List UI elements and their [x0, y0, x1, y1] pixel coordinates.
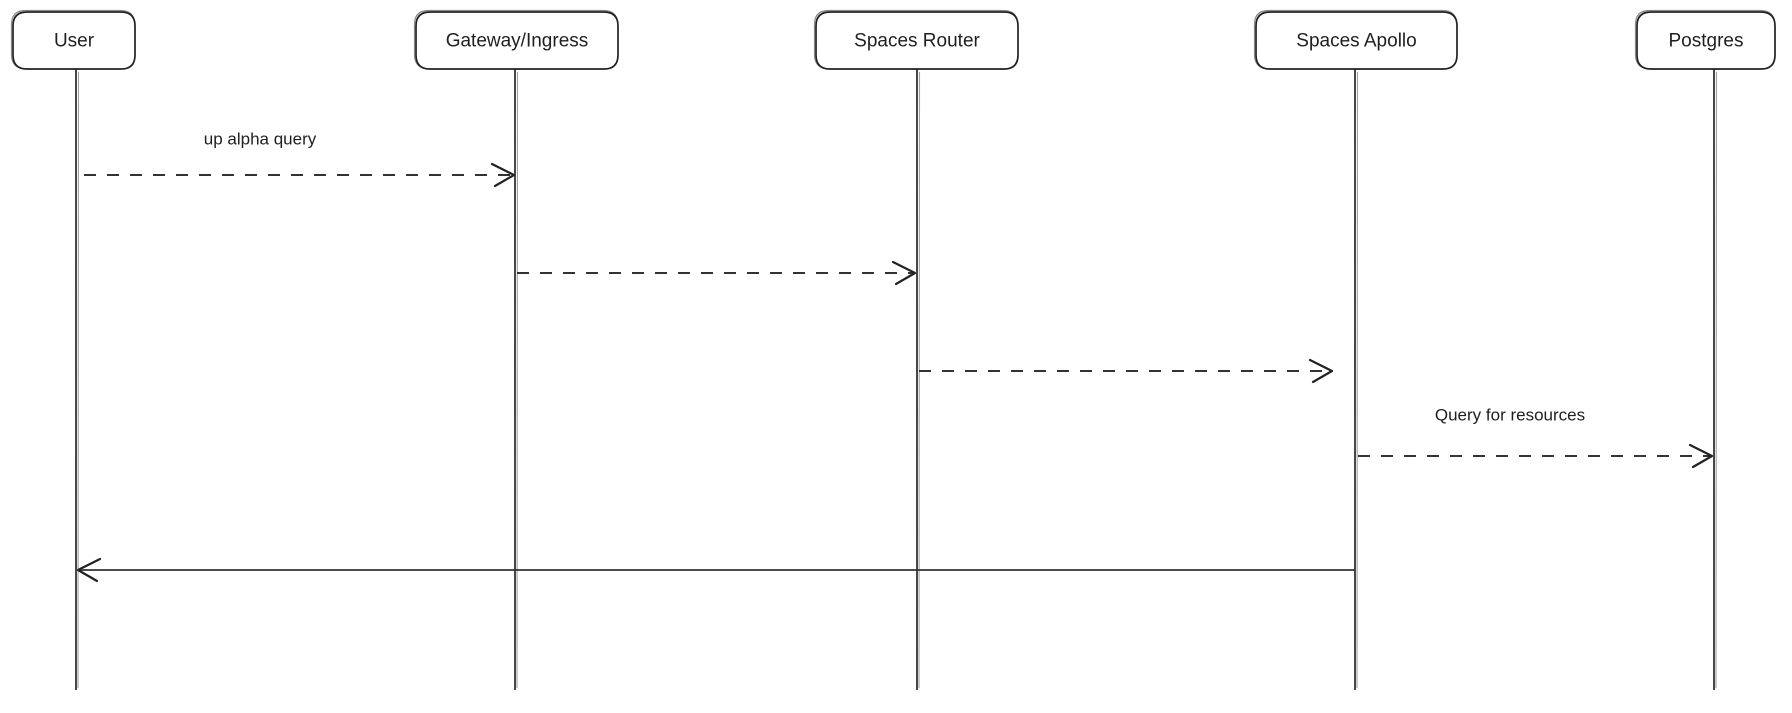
actor-spaces_router[interactable]: Spaces Router — [813, 9, 1019, 691]
message-msg-5[interactable] — [76, 557, 1355, 583]
lifeline-sketch-stroke-gateway — [516, 71, 519, 689]
arrowhead-msg-1 — [490, 162, 516, 188]
arrowhead-msg-4 — [1688, 443, 1714, 469]
message-msg-2[interactable] — [517, 260, 917, 286]
lifeline-sketch-stroke-spaces_apollo — [1356, 71, 1359, 689]
actor-user[interactable]: User — [10, 9, 136, 691]
message-label-msg-1: up alpha query — [204, 129, 317, 148]
arrowhead-msg-5 — [76, 557, 102, 583]
actor-box-user[interactable] — [12, 11, 136, 70]
lifeline-sketch-stroke-spaces_router — [918, 71, 921, 689]
actor-label-spaces_apollo: Spaces Apollo — [1296, 31, 1416, 52]
actor-gateway[interactable]: Gateway/Ingress — [413, 9, 619, 691]
arrowhead-msg-2 — [891, 260, 917, 286]
lifeline-sketch-stroke-postgres — [1715, 71, 1718, 689]
message-msg-1[interactable]: up alpha query — [84, 129, 516, 188]
arrowhead-msg-3 — [1308, 358, 1334, 384]
actor-label-user: User — [54, 31, 95, 52]
actor-spaces_apollo[interactable]: Spaces Apollo — [1253, 9, 1458, 691]
actor-label-postgres: Postgres — [1669, 31, 1744, 52]
actor-box-gateway[interactable] — [415, 11, 619, 70]
message-msg-4[interactable]: Query for resources — [1358, 405, 1714, 469]
message-label-msg-4: Query for resources — [1435, 405, 1585, 424]
actor-label-spaces_router: Spaces Router — [854, 31, 980, 52]
actor-box-postgres[interactable] — [1636, 11, 1776, 70]
message-msg-3[interactable] — [919, 358, 1334, 384]
actor-postgres[interactable]: Postgres — [1634, 9, 1776, 691]
actor-box-spaces_router[interactable] — [815, 11, 1019, 70]
actor-box-spaces_apollo[interactable] — [1255, 11, 1458, 70]
actor-label-gateway: Gateway/Ingress — [446, 31, 589, 52]
lifeline-sketch-stroke-user — [77, 71, 80, 689]
